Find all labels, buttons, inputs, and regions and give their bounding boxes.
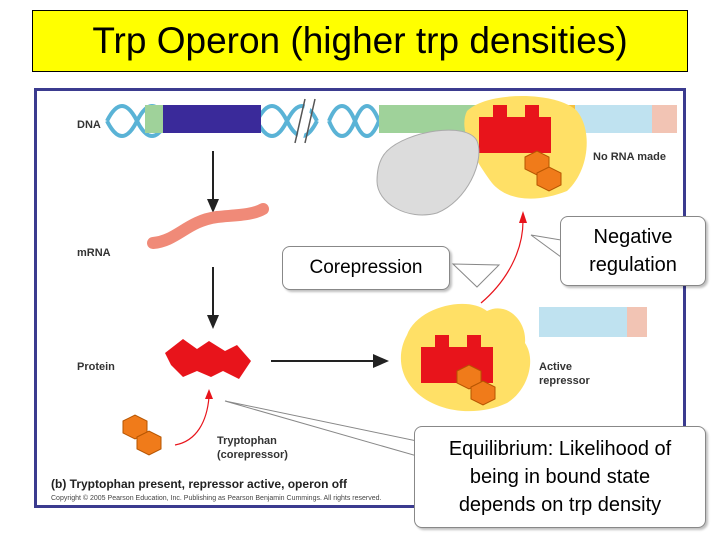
callout-equilibrium-line2: being in bound state — [469, 466, 651, 488]
dna-trp-genes — [575, 105, 667, 133]
rna-polymerase — [376, 129, 480, 216]
callout-equilibrium-line1: Equilibrium: Likelihood of — [448, 438, 672, 460]
callout-equilibrium: Equilibrium: Likelihood of being in boun… — [414, 426, 706, 528]
copyright-notice: Copyright © 2005 Pearson Education, Inc.… — [51, 495, 382, 502]
free-trp-2 — [136, 430, 162, 456]
trp-binding-arrow — [174, 396, 210, 446]
bound-trp-2 — [536, 166, 562, 192]
slide-title: Trp Operon (higher trp densities) — [32, 10, 688, 72]
inactive-repressor — [165, 339, 251, 379]
label-mrna: mRNA — [77, 247, 111, 259]
callout-corepression: Corepression — [282, 246, 450, 290]
dna-promoter — [379, 105, 479, 133]
callout-negative-line1: Negative — [593, 226, 673, 248]
mrna-strand — [147, 203, 269, 249]
callout-equilibrium-line3: depends on trp density — [458, 494, 662, 516]
callout-negative-regulation: Negative regulation — [560, 216, 706, 286]
repression-arrow — [480, 220, 524, 304]
figure-caption: (b) Tryptophan present, repressor active… — [51, 477, 348, 491]
active-trp-2 — [470, 380, 496, 406]
label-no-rna: No RNA made — [593, 151, 666, 163]
bound-repressor — [479, 105, 551, 153]
dna-gene-regulatory — [163, 105, 261, 133]
label-dna: DNA — [77, 119, 101, 131]
dna-fragment — [539, 307, 637, 337]
label-repressor: repressor — [539, 375, 590, 387]
operon-figure: DNA mRNA Protein No RNA made Active repr… — [34, 88, 686, 508]
label-active: Active — [539, 361, 573, 373]
label-corepressor: (corepressor) — [217, 449, 288, 461]
dna-segment-green — [145, 105, 163, 133]
callout-negative-line2: regulation — [589, 254, 677, 276]
label-tryptophan: Tryptophan — [217, 435, 277, 447]
figure-drawing — [105, 96, 677, 457]
label-protein: Protein — [77, 361, 115, 373]
